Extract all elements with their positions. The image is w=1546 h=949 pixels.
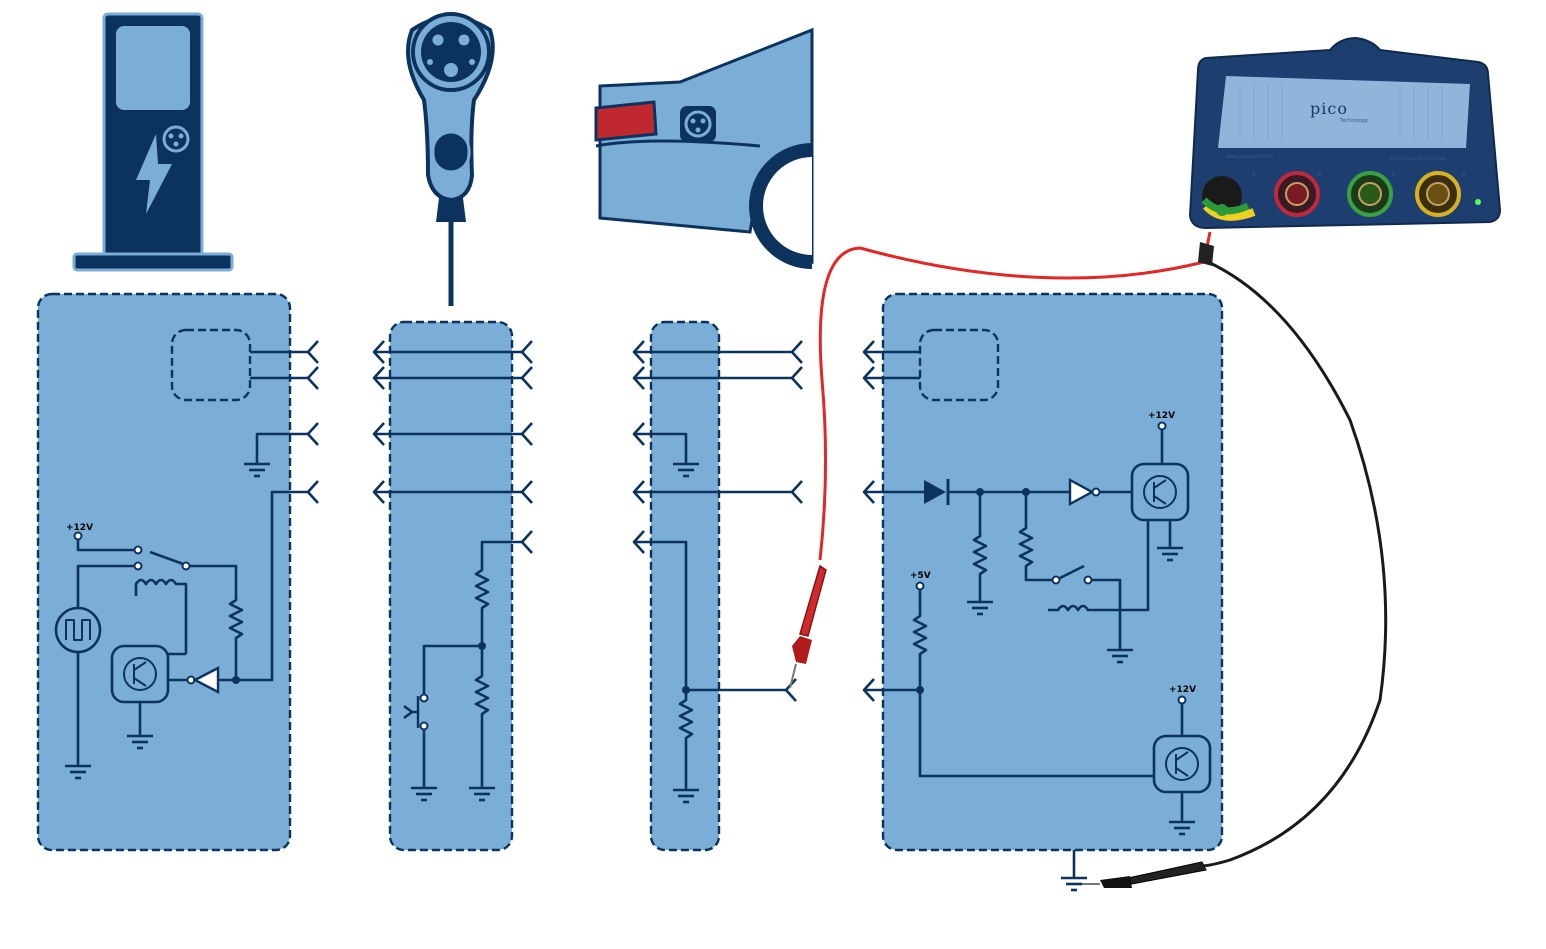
black-probe[interactable] <box>1082 242 1388 888</box>
scope-logo: pico <box>1310 99 1348 118</box>
vehicle-inlet-circuit <box>632 340 803 804</box>
charging-station-circuit <box>54 328 319 780</box>
vehicle-inlet-icon <box>594 27 814 269</box>
red-probe[interactable] <box>789 231 1212 689</box>
channel-a-label: A <box>1252 172 1256 178</box>
scope-model: PicoScope Automotive <box>1390 156 1446 162</box>
vehicle-supply-label-a: +12V <box>1148 411 1175 421</box>
channel-b-label: B <box>1318 172 1322 178</box>
scope-url: www.picoauto.com <box>1226 154 1273 160</box>
channel-d-label: D <box>1462 172 1466 178</box>
charging-cable-circuit-panel <box>388 320 514 852</box>
vehicle-onboard-circuit-panel <box>881 292 1224 852</box>
oscilloscope-icon: pico Technology www.picoauto.com PicoSco… <box>1188 36 1502 230</box>
vehicle-supply-label-c: +12V <box>1169 685 1196 695</box>
vehicle-onboard-circuit <box>862 328 1212 892</box>
charging-cable-circuit <box>372 340 533 802</box>
charging-connector-icon <box>406 12 495 306</box>
charging-station-icon <box>72 12 234 272</box>
scope-logo-sub: Technology <box>1339 118 1368 124</box>
charging-station-circuit-panel <box>36 292 292 852</box>
channel-c-label: C <box>1392 172 1396 178</box>
evse-supply-label: +12V <box>66 523 93 533</box>
vehicle-supply-label-b: +5V <box>910 571 931 581</box>
